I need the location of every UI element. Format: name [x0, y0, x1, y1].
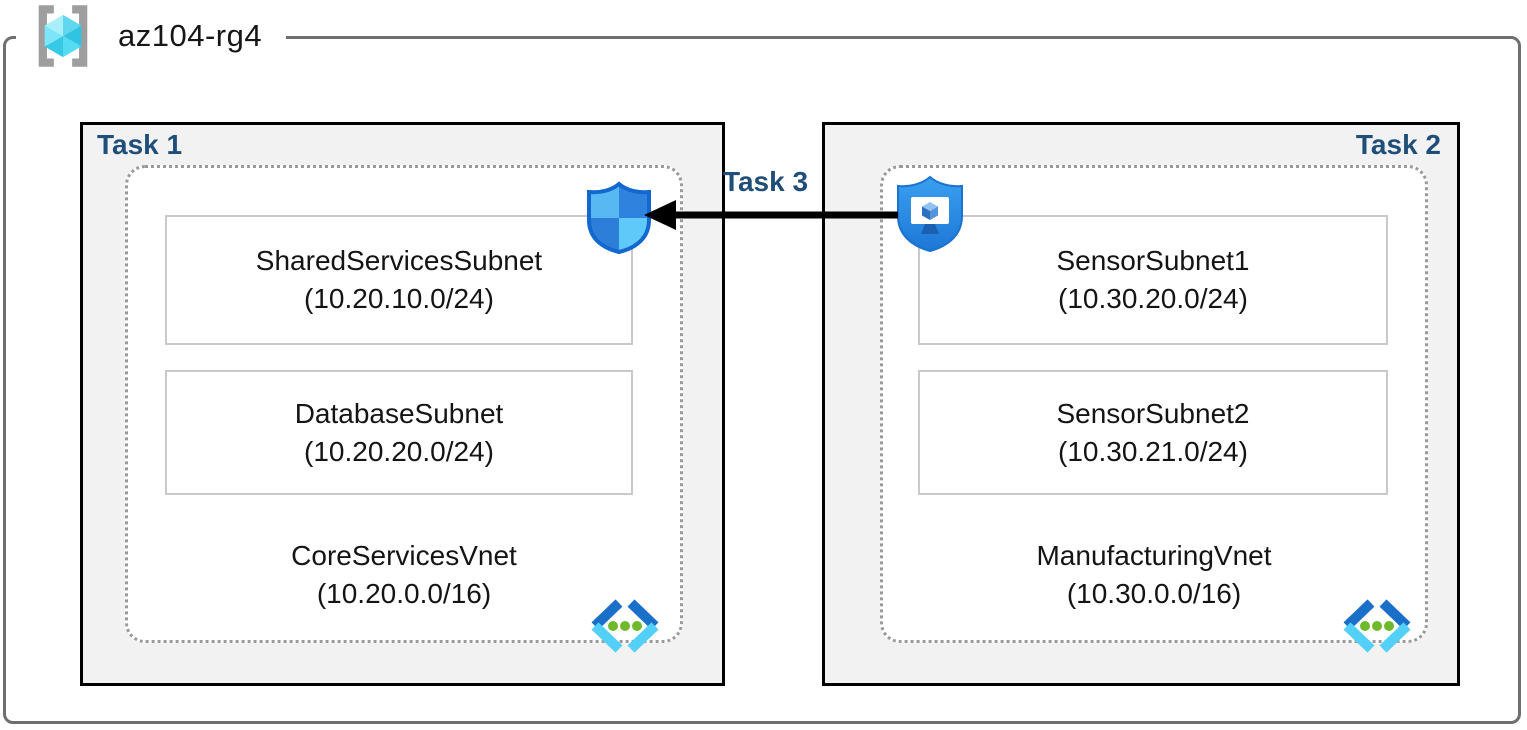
vnet-name: CoreServicesVnet [291, 540, 517, 571]
subnet-cidr: (10.30.21.0/24) [1058, 435, 1248, 467]
subnet-cidr: (10.20.10.0/24) [304, 283, 494, 314]
task2-label: Task 2 [1355, 129, 1441, 160]
task3-label: Task 3 [722, 166, 809, 197]
vnet-name: ManufacturingVnet [1036, 540, 1272, 571]
virtual-network-icon [591, 599, 659, 653]
resource-group-name: az104-rg4 [118, 18, 263, 53]
bastion-shield-icon [897, 175, 963, 253]
subnet-name: SensorSubnet2 [1056, 397, 1250, 429]
subnet-name: SensorSubnet1 [1056, 245, 1250, 276]
sensor-subnet1-box: SensorSubnet1 (10.30.20.0/24) [918, 215, 1388, 345]
virtual-network-icon [1343, 599, 1411, 653]
task1-label: Task 1 [97, 129, 183, 160]
vnet-cidr: (10.30.0.0/16) [1066, 578, 1242, 609]
task2-box: Task 2 SensorSubnet1 (10.30.20.0/24) Sen… [822, 122, 1460, 686]
shared-services-subnet-box: SharedServicesSubnet (10.20.10.0/24) [165, 215, 633, 345]
subnet-name: DatabaseSubnet [294, 397, 504, 429]
manufacturing-vnet-label: ManufacturingVnet (10.30.0.0/16) [900, 537, 1408, 613]
resource-group-icon [38, 5, 88, 67]
subnet-name: SharedServicesSubnet [255, 245, 543, 276]
resource-group-header: az104-rg4 [16, 1, 287, 71]
subnet-cidr: (10.30.20.0/24) [1058, 283, 1248, 314]
core-services-vnet-label: CoreServicesVnet (10.20.0.0/16) [145, 537, 663, 613]
sensor-subnet2-box: SensorSubnet2 (10.30.21.0/24) [918, 370, 1388, 495]
vnet-cidr: (10.20.0.0/16) [316, 578, 492, 609]
database-subnet-box: DatabaseSubnet (10.20.20.0/24) [165, 370, 633, 495]
network-security-shield-icon [587, 181, 651, 255]
subnet-cidr: (10.20.20.0/24) [304, 435, 494, 467]
task3-arrow [644, 200, 898, 230]
